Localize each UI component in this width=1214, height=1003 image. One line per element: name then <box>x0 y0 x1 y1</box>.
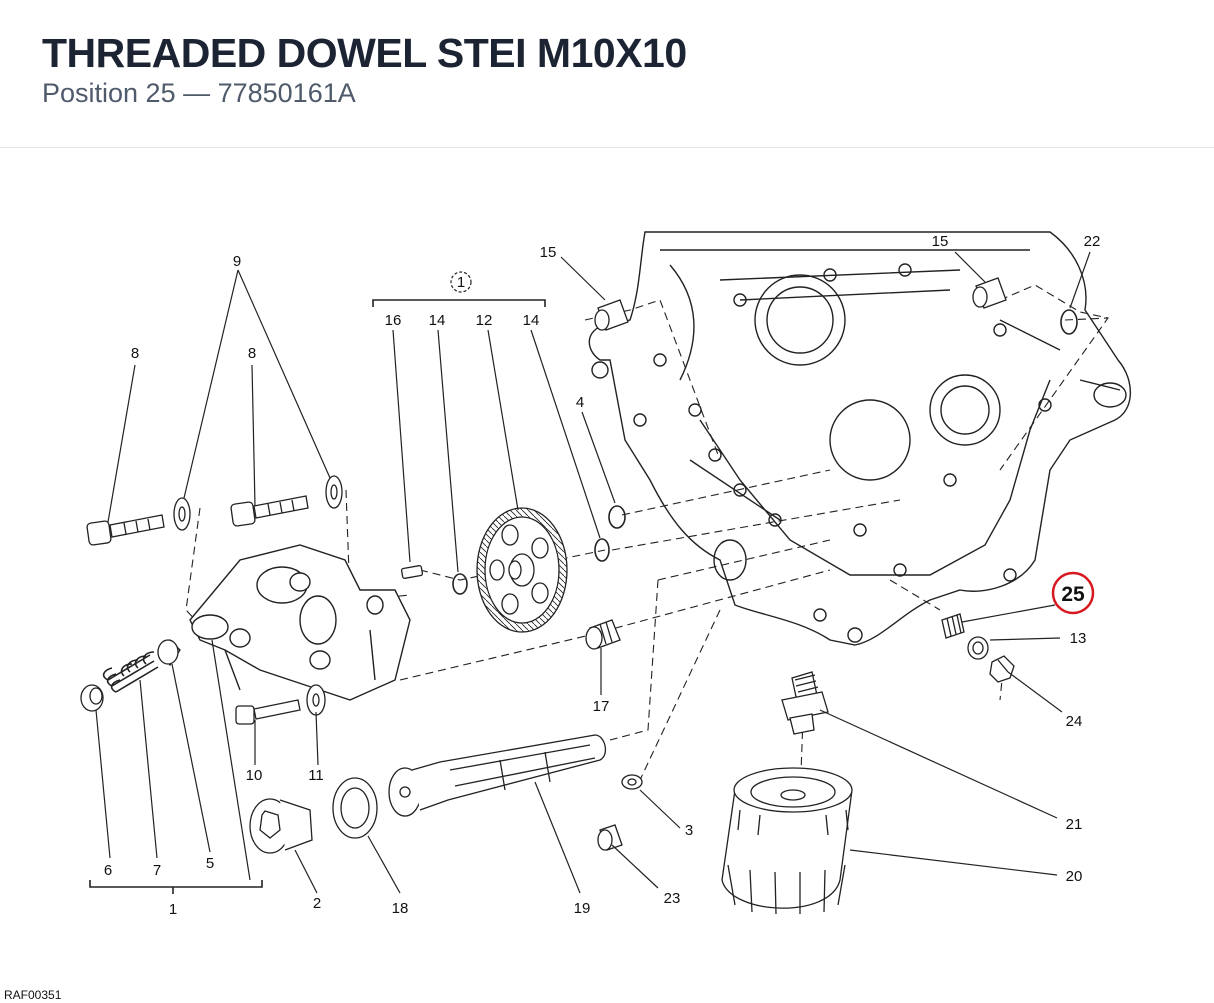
plug-2-drawing <box>249 798 313 854</box>
callout-21: 21 <box>1066 816 1083 833</box>
callout-13: 13 <box>1070 630 1087 647</box>
oring-4-drawing <box>608 505 626 529</box>
washer-13-drawing <box>967 636 989 660</box>
plug-23-drawing <box>597 824 623 851</box>
callout-5: 5 <box>206 855 214 872</box>
highlight-label: 25 <box>1061 583 1085 606</box>
threaded-dowel-25-drawing <box>941 613 965 639</box>
fitting-17-drawing <box>585 619 621 650</box>
callout-12: 12 <box>476 312 493 329</box>
highlight-ring <box>1051 571 1095 615</box>
bolt-8a-drawing <box>86 514 165 546</box>
callout-3: 3 <box>685 822 693 839</box>
callout-23: 23 <box>664 890 681 907</box>
drawing-reference: RAF00351 <box>4 988 62 1002</box>
callout-15b: 15 <box>932 233 949 250</box>
callout-16: 16 <box>385 312 402 329</box>
plug-24-drawing <box>989 655 1015 683</box>
callout-8a: 8 <box>131 345 139 362</box>
washer-18-drawing <box>332 777 378 839</box>
callout-10: 10 <box>246 767 263 784</box>
circlip-14b-drawing <box>594 538 610 562</box>
leader-lines <box>95 251 1091 894</box>
bush-15b-drawing <box>972 277 1007 309</box>
part-title: THREADED DOWEL STEI M10X10 <box>42 30 687 76</box>
oil-filter-20-drawing <box>721 767 853 915</box>
washer-9b-drawing <box>325 475 343 509</box>
callout-4: 4 <box>576 394 584 411</box>
callout-24: 24 <box>1066 713 1083 730</box>
oil-pump-drawing <box>189 544 411 701</box>
washer-9a-drawing <box>173 497 191 531</box>
nipple-21-drawing <box>781 671 829 735</box>
washer-3-drawing <box>621 774 643 790</box>
bush-15a-drawing <box>594 299 629 331</box>
callout-18: 18 <box>392 900 409 917</box>
diagram-canvas: 1 25 1 2 3 4 5 6 7 8 8 9 10 11 12 13 14 … <box>80 231 1132 918</box>
group-brackets <box>89 299 546 894</box>
circlip-14a-drawing <box>452 573 468 595</box>
key-16-drawing <box>400 565 424 579</box>
callout-14b: 14 <box>523 312 540 329</box>
part-subtitle: Position 25 — 77850161A <box>42 78 356 108</box>
group-marker: 1 <box>457 274 465 291</box>
callout-22: 22 <box>1084 233 1101 250</box>
callout-1: 1 <box>169 901 177 918</box>
callout-6: 6 <box>104 862 112 879</box>
callout-11: 11 <box>308 767 324 784</box>
callout-2: 2 <box>313 895 321 912</box>
callout-17: 17 <box>593 698 610 715</box>
page-header: THREADED DOWEL STEI M10X10 Position 25 —… <box>0 0 1214 148</box>
plunger-5-drawing <box>157 639 181 667</box>
callout-19: 19 <box>574 900 591 917</box>
washer-11-drawing <box>306 684 326 716</box>
exploded-parts-diagram: 1 25 1 2 3 4 5 6 7 8 8 9 10 11 12 13 14 … <box>0 148 1214 1003</box>
assembly-lines <box>185 284 1109 801</box>
callout-14a: 14 <box>429 312 446 329</box>
callout-8b: 8 <box>248 345 256 362</box>
filter-19-drawing <box>388 734 607 817</box>
callout-20: 20 <box>1066 868 1083 885</box>
spring-7-drawing <box>102 651 159 693</box>
group-marker-ring <box>450 271 472 293</box>
cap-6-drawing <box>80 684 104 712</box>
crankcase-drawing <box>588 231 1132 646</box>
bolt-10-drawing <box>235 699 301 725</box>
callout-7: 7 <box>153 862 161 879</box>
callout-9: 9 <box>233 253 241 270</box>
oring-22-drawing <box>1060 309 1078 335</box>
gear-12-drawing <box>476 507 568 633</box>
bolt-8b-drawing <box>230 495 309 527</box>
callout-15a: 15 <box>540 244 557 261</box>
